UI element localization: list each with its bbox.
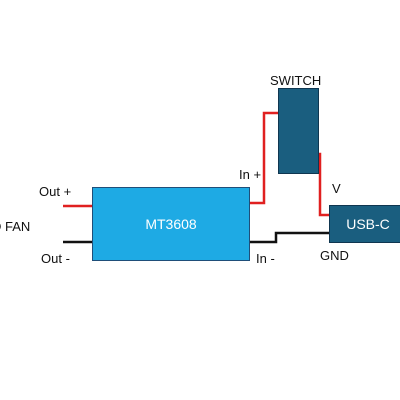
usbc-label: USB-C xyxy=(346,216,390,232)
mt3608-label: MT3608 xyxy=(145,216,197,232)
in-minus-label: In - xyxy=(256,251,275,266)
out-minus-label: Out - xyxy=(41,251,70,266)
usbc-connector: USB-C xyxy=(329,205,400,243)
switch-label: SWITCH xyxy=(270,73,322,88)
v-label: V xyxy=(332,181,341,196)
fan-label: D FAN xyxy=(0,219,31,234)
out-plus-label: Out + xyxy=(39,184,72,199)
switch-block xyxy=(278,88,319,174)
in-plus-label: In + xyxy=(239,167,262,182)
gnd-label: GND xyxy=(320,248,349,263)
mt3608-module: MT3608 xyxy=(92,187,250,261)
wire-ground-to-usbc xyxy=(250,231,329,244)
